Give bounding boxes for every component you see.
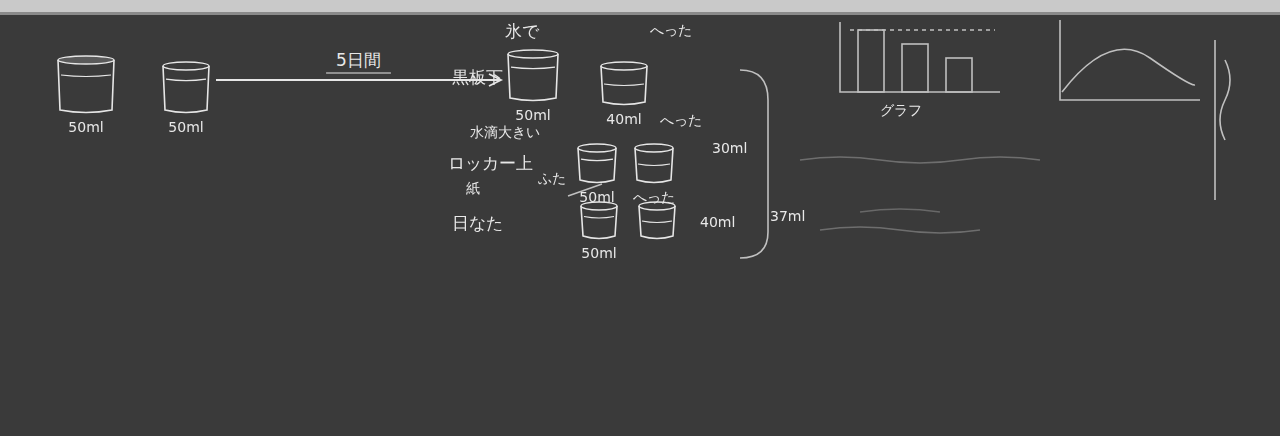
volume-label: 50ml	[503, 104, 563, 123]
beaker-outline	[636, 198, 678, 242]
beaker: 40ml	[636, 198, 735, 242]
volume-label: 50ml	[53, 116, 119, 135]
beaker: 50ml	[573, 140, 621, 205]
volume-label: 50ml	[158, 116, 214, 135]
chalk-note: 氷で	[505, 20, 539, 43]
chalk-note: 紙	[466, 180, 480, 198]
chalk-note: 30ml	[712, 140, 747, 156]
chalk-note: 37ml	[770, 208, 805, 224]
chalk-note: へった	[660, 112, 702, 130]
volume-label: 40ml	[596, 108, 652, 127]
chalk-note: へった	[650, 22, 692, 40]
beaker-outline	[598, 58, 650, 108]
beaker: 50ml	[576, 198, 622, 261]
chalk-note: 黒板下	[452, 66, 503, 89]
chalk-note: ふた	[538, 170, 566, 188]
beaker-outline	[578, 198, 620, 242]
chalk-note: グラフ	[880, 102, 922, 120]
duration-label: 5日間	[332, 49, 385, 72]
beaker: 50ml	[503, 46, 563, 123]
chalk-note: 水滴大きい	[470, 124, 540, 142]
beaker-outline	[575, 140, 619, 186]
beaker-outline	[505, 46, 561, 104]
volume-label: 50ml	[576, 242, 622, 261]
chalk-note: ロッカー上	[448, 152, 533, 175]
volume-label: 40ml	[700, 211, 735, 230]
beaker: 50ml	[158, 58, 214, 135]
beaker-outline	[55, 52, 117, 116]
chalk-note: 日なた	[452, 212, 503, 235]
beaker: へった	[630, 140, 678, 207]
beaker: 50ml	[53, 52, 119, 135]
beaker: 40ml	[596, 58, 652, 127]
beaker-outline	[632, 140, 676, 186]
beaker-outline	[160, 58, 212, 116]
